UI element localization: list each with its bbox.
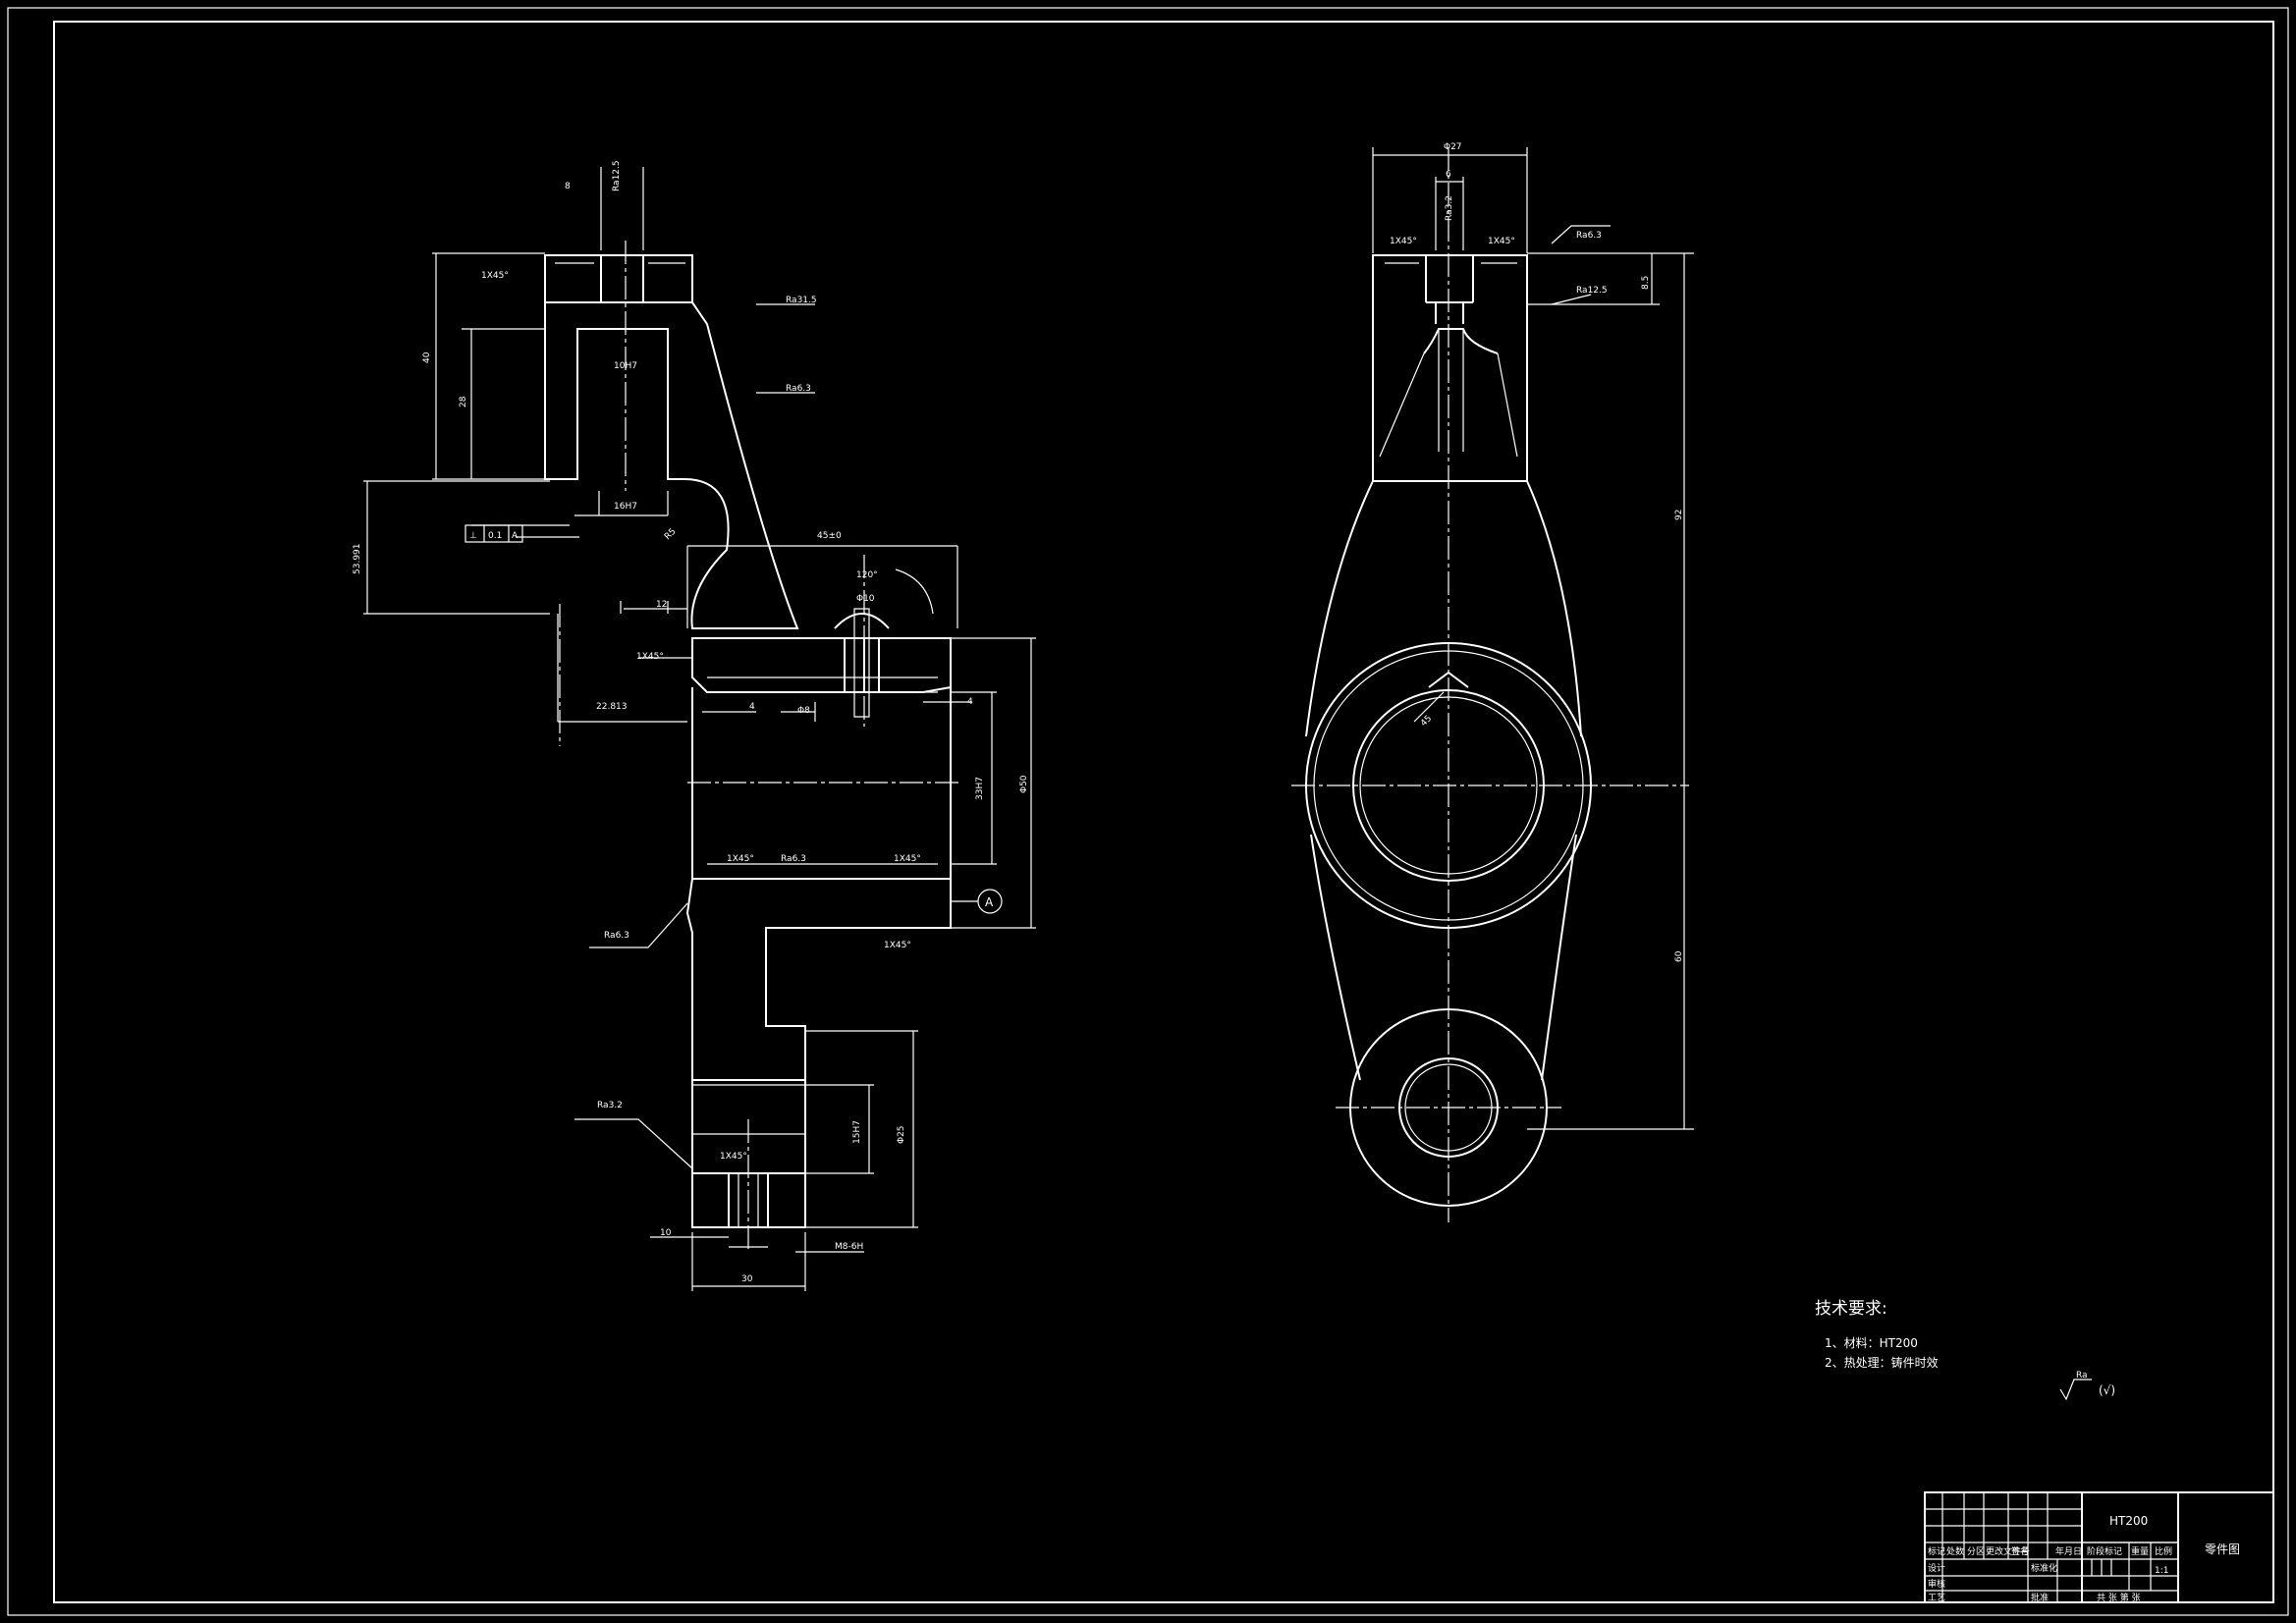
notes-item-1: 1、材料：HT200	[1825, 1336, 1918, 1350]
ra-side-front: Ra12.5	[1576, 286, 1608, 296]
tb-col1: 标记	[1928, 1545, 1945, 1557]
dim-w6: 6	[1446, 170, 1451, 180]
outer-border	[7, 7, 2289, 1616]
notes-item-2: 2、热处理：铸件时效	[1825, 1355, 1939, 1370]
dim-bore-small: 15H7	[852, 1120, 862, 1144]
ra-left: Ra6.3	[604, 931, 629, 941]
dim-angle45: 45	[1419, 714, 1434, 729]
chamfer-bot-right: 1X45°	[894, 854, 921, 864]
dim-w12: 12	[656, 600, 667, 610]
rough-paren: (√)	[2099, 1383, 2115, 1397]
chamfer-mid: 1X45°	[636, 652, 664, 662]
tb-drawing-title: 零件图	[2205, 1542, 2240, 1556]
dim-w30: 30	[741, 1274, 753, 1284]
title-block: HT200 零件图 标记 处数 分区 更改文件号 签名 年月日 设计 审核 工艺…	[1924, 1491, 2274, 1603]
dim-phi8: Φ8	[797, 706, 810, 716]
dim-h28: 28	[459, 396, 468, 407]
tb-row-design: 设计	[1928, 1562, 1945, 1574]
dim-w-top: 45±0	[817, 531, 842, 541]
main-hub-hatch	[691, 637, 952, 693]
ra-slot: Ra3.2	[1445, 195, 1454, 221]
geo-tol-sym: ⊥	[469, 531, 477, 541]
dim-thread: M8-6H	[835, 1242, 863, 1252]
tb-col3: 分区	[1967, 1546, 1985, 1557]
ra-upper-1: Ra31.5	[786, 296, 817, 305]
tb-scale: 1:1	[2155, 1566, 2168, 1576]
tb-row-check: 审核	[1928, 1578, 1945, 1590]
ra-top: Ra12.5	[612, 160, 622, 191]
dim-angle-120: 120°	[856, 570, 878, 580]
dim-h-offset: 53.991	[353, 544, 362, 575]
inner-frame	[53, 21, 2274, 1603]
geo-tol-ref: A	[512, 531, 519, 541]
dim-h92: 92	[1674, 510, 1684, 520]
dim-w4-left: 4	[749, 702, 755, 712]
tb-col4: 更改文件号	[1986, 1545, 2030, 1557]
ra-bot: Ra6.3	[781, 854, 806, 864]
tb-ratio: 比例	[2155, 1545, 2172, 1557]
roughness-symbol	[2059, 1379, 2092, 1401]
tb-col5: 签名	[2011, 1545, 2029, 1557]
lower-arm-hatch	[685, 878, 952, 1081]
chamfer-top-left: 1X45°	[481, 271, 509, 281]
ra-top-front: Ra6.3	[1576, 231, 1602, 241]
geo-tolerance-frame: ⊥ 0.1 A	[465, 524, 523, 543]
top-boss-hatch	[544, 301, 799, 629]
tb-material: HT200	[2109, 1514, 2148, 1528]
chamfer-lower: 1X45°	[720, 1152, 747, 1162]
chamfer-bot: 1X45°	[884, 941, 911, 950]
dim-h60: 60	[1674, 950, 1684, 962]
tb-sheets: 共 张 第 张	[2097, 1592, 2141, 1603]
dim-phi27: Φ27	[1444, 142, 1462, 152]
dim-bore-upper: 10H7	[614, 361, 637, 371]
dim-w4-right: 4	[967, 697, 973, 707]
chamfer-bot-left: 1X45°	[727, 854, 754, 864]
tb-stage: 阶段标记	[2087, 1545, 2122, 1557]
ra-lower: Ra3.2	[597, 1101, 623, 1110]
technical-notes: 技术要求: 1、材料：HT200 2、热处理：铸件时效 Ra (√)	[1815, 1299, 2115, 1401]
dim-h40: 40	[422, 352, 432, 363]
tb-col2: 处数	[1946, 1545, 1964, 1557]
dim-phi50: Φ50	[1019, 775, 1029, 793]
ra-upper-2: Ra6.3	[786, 384, 811, 394]
chamfer-r: 1X45°	[1488, 237, 1515, 246]
dim-phi25: Φ25	[897, 1125, 906, 1144]
dim-h8-5: 8.5	[1641, 276, 1651, 290]
tb-weight: 重量	[2131, 1545, 2149, 1557]
section-view: 8 Ra12.5 1X45° Ra31.5 Ra6.3 40 28 10H7 1…	[353, 160, 1036, 1291]
dim-phi10: Φ10	[856, 594, 875, 604]
dim-bore-main: 33H7	[975, 777, 985, 800]
front-view: Φ27 6 Ra3.2 1X45° 1X45° Ra6.3 Ra12.5 8.5…	[1291, 142, 1694, 1222]
dim-bore-lower: 16H7	[614, 502, 637, 512]
tb-row-approve: 批准	[2031, 1592, 2049, 1603]
tb-col6: 年月日	[2055, 1545, 2082, 1557]
dim-d-offset: 22.813	[596, 702, 628, 712]
dim-top-gap: 8	[565, 182, 571, 191]
tb-row-std: 标准化	[2031, 1562, 2057, 1574]
rough-symbol-label: Ra	[2076, 1371, 2088, 1380]
chamfer-l: 1X45°	[1390, 237, 1417, 246]
dim-r-small: R5	[663, 527, 679, 543]
geo-tol-val: 0.1	[488, 531, 502, 541]
datum-a: A	[985, 895, 994, 909]
tb-row-process: 工艺	[1928, 1593, 1945, 1603]
dim-w10: 10	[660, 1228, 672, 1238]
notes-heading: 技术要求:	[1815, 1299, 1887, 1319]
